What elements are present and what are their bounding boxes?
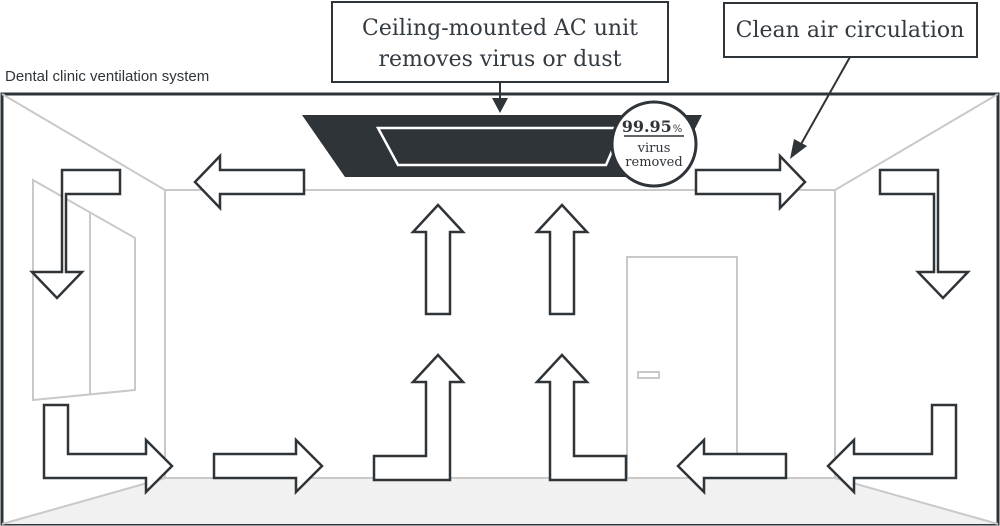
svg-text:99.95%: 99.95% <box>622 117 683 136</box>
air-flow-arrow-icon <box>29 168 122 300</box>
air-flow-arrow-icon <box>534 203 590 316</box>
circulation-callout-pointer <box>799 56 851 147</box>
air-flow-arrow-icon <box>42 403 174 496</box>
ac-callout-line2: removes virus or dust <box>379 47 622 72</box>
air-flow-arrow-icon <box>372 353 466 482</box>
air-flow-arrow-icon <box>534 353 628 482</box>
badge-unit: % <box>673 124 683 135</box>
badge-value: 99.95 <box>622 117 672 136</box>
air-flow-arrow-icon <box>193 152 306 212</box>
door <box>626 256 738 479</box>
air-flow-arrows <box>29 152 971 496</box>
circulation-callout-arrowhead <box>790 139 807 159</box>
air-flow-arrow-icon <box>410 203 466 316</box>
air-flow-arrow-icon <box>694 152 807 212</box>
air-flow-arrow-icon <box>826 403 958 496</box>
badge-line2: removed <box>625 155 682 170</box>
ac-unit-callout: Ceiling-mounted AC unit removes virus or… <box>331 1 669 113</box>
ac-unit-icon <box>302 115 702 177</box>
badge-line1: virus <box>637 141 671 156</box>
air-flow-arrow-icon <box>212 436 324 496</box>
ac-callout-line1: Ceiling-mounted AC unit <box>362 16 638 41</box>
air-flow-arrow-icon <box>676 436 788 496</box>
virus-removed-badge: 99.95% virus removed <box>610 100 698 188</box>
circulation-callout: Clean air circulation <box>723 2 978 159</box>
window <box>32 178 136 402</box>
circulation-callout-text: Clean air circulation <box>736 18 965 43</box>
ac-callout-arrowhead <box>492 98 508 113</box>
system-title: Dental clinic ventilation system <box>5 68 209 85</box>
floor <box>2 478 998 524</box>
room-outline <box>1 93 999 525</box>
air-flow-arrow-icon <box>878 168 971 300</box>
